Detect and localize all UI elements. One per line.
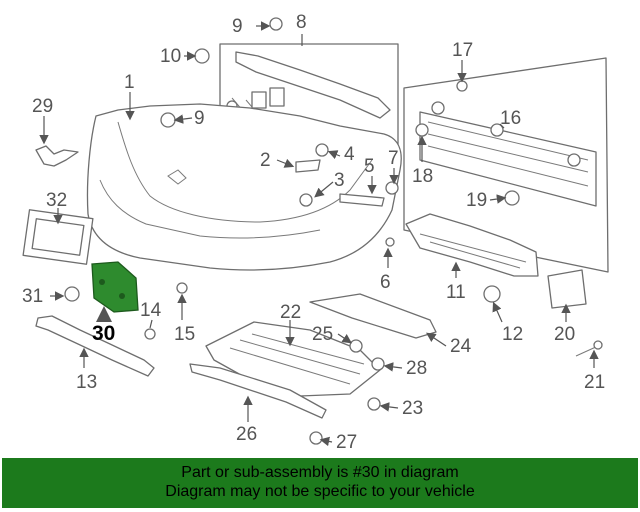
- parts-diagram: 1 2 3 4 5 6 7 8 9 9 10 11 12 13 14 15 16…: [22, 12, 609, 453]
- callout-31[interactable]: 31: [22, 286, 43, 307]
- callout-9b[interactable]: 9: [194, 108, 205, 129]
- callout-11[interactable]: 11: [446, 282, 466, 303]
- part-20-bracket: [547, 269, 587, 309]
- part-16-panel-group: [403, 57, 609, 273]
- callout-1[interactable]: 1: [124, 72, 135, 93]
- callout-21[interactable]: 21: [584, 372, 605, 393]
- callout-30-highlighted[interactable]: 30: [92, 322, 115, 345]
- info-banner: Part or sub-assembly is #30 in diagram D…: [2, 458, 638, 508]
- callout-17[interactable]: 17: [452, 40, 473, 61]
- callout-23[interactable]: 23: [402, 398, 423, 419]
- part-22-undertray: [205, 321, 381, 397]
- callout-14[interactable]: 14: [140, 300, 162, 321]
- callout-labels: 1 2 3 4 5 6 7 8 9 9 10 11 12 13 14 15 16…: [22, 12, 605, 453]
- callout-18[interactable]: 18: [412, 166, 433, 187]
- part-24-shield: [309, 293, 437, 339]
- callout-8[interactable]: 8: [296, 12, 307, 33]
- callout-20[interactable]: 20: [554, 324, 575, 345]
- part-1-bumper-cover: [86, 103, 402, 271]
- callout-12[interactable]: 12: [502, 324, 523, 345]
- callout-28[interactable]: 28: [406, 358, 427, 379]
- part-30-license-bracket[interactable]: [91, 261, 139, 313]
- callout-3[interactable]: 3: [334, 170, 345, 191]
- callout-6[interactable]: 6: [380, 272, 391, 293]
- callout-2[interactable]: 2: [260, 150, 271, 171]
- part-32-plate-frame: [22, 209, 94, 265]
- callout-26[interactable]: 26: [236, 424, 257, 445]
- callout-24[interactable]: 24: [450, 336, 472, 357]
- part-29-emblem: [35, 145, 79, 167]
- leader-lines: [39, 21, 599, 447]
- part-13-grille-strip: [35, 315, 155, 377]
- callout-10[interactable]: 10: [160, 46, 181, 67]
- callout-32[interactable]: 32: [46, 190, 67, 211]
- part-12-clip: [483, 285, 501, 303]
- part-11-absorber: [405, 213, 539, 277]
- callout-27[interactable]: 27: [336, 432, 357, 453]
- banner-line-1: Part or sub-assembly is #30 in diagram: [181, 464, 459, 481]
- callout-13[interactable]: 13: [76, 372, 97, 393]
- part-26-deflector: [189, 363, 327, 419]
- callout-16[interactable]: 16: [500, 108, 521, 129]
- callout-19[interactable]: 19: [466, 190, 487, 211]
- callout-4[interactable]: 4: [344, 144, 355, 165]
- callout-7[interactable]: 7: [388, 148, 399, 169]
- callout-29[interactable]: 29: [32, 96, 53, 117]
- banner-line-2: Diagram may not be specific to your vehi…: [165, 483, 475, 500]
- callout-15[interactable]: 15: [174, 324, 195, 345]
- callout-5[interactable]: 5: [364, 156, 375, 177]
- callout-9a[interactable]: 9: [232, 16, 243, 37]
- callout-25[interactable]: 25: [312, 324, 333, 345]
- callout-22[interactable]: 22: [280, 302, 301, 323]
- part-21-pin: [575, 340, 603, 357]
